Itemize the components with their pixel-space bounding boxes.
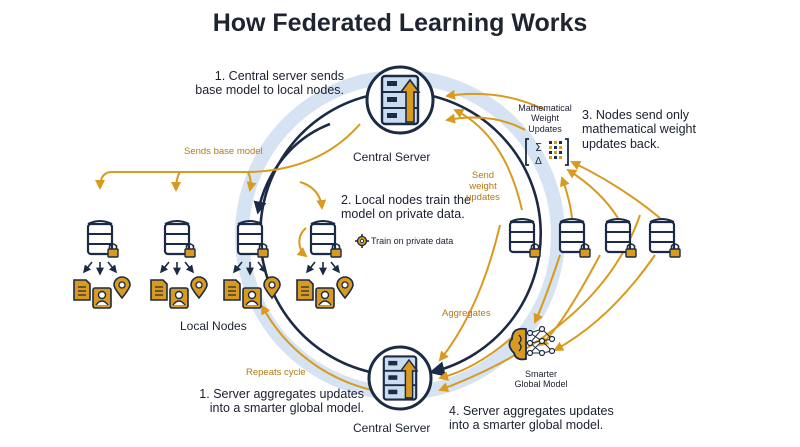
gold-repeat-arrow [261, 304, 373, 391]
central-server-top-label: Central Server [353, 150, 431, 164]
step-2-text: 2. Local nodes train the model on privat… [341, 193, 471, 222]
svg-text:Δ: Δ [535, 156, 542, 167]
aggregates-label: Aggregates [442, 308, 491, 319]
send-weight-updates-label: Send weight updates [466, 170, 500, 203]
local-node-3 [223, 219, 281, 309]
step-1-top-text: 1. Central server sends base model to lo… [195, 69, 344, 98]
central-server-bottom-icon [382, 355, 419, 401]
right-node-4 [648, 217, 681, 258]
central-server-top-icon [380, 74, 421, 126]
right-node-2 [558, 217, 591, 258]
repeats-cycle-label: Repeats cycle [246, 367, 306, 378]
smarter-global-model-label: Smarter Global Model [514, 369, 568, 390]
train-on-private-data-label: Train on private data [371, 236, 454, 246]
svg-text:Σ: Σ [535, 141, 542, 154]
gear-icon [355, 234, 369, 248]
weight-updates-icon: Σ Δ [525, 138, 569, 167]
navy-arc-to-nodes [253, 122, 331, 215]
step-4-text: 4. Server aggregates updates into a smar… [449, 404, 614, 433]
local-nodes-label: Local Nodes [180, 319, 247, 333]
step-1-bottom-text: 1. Server aggregates updates into a smar… [199, 387, 364, 416]
local-node-1 [73, 219, 131, 309]
brain-icon [508, 325, 556, 361]
sends-base-model-line [95, 123, 361, 190]
mathematical-weight-updates-label: Mathematical Weight Updates [518, 103, 572, 134]
step-3-text: 3. Nodes send only mathematical weight u… [582, 108, 696, 151]
local-node-2 [150, 219, 208, 309]
central-server-bottom-label: Central Server [353, 421, 431, 435]
local-node-4 [296, 219, 354, 309]
sends-base-model-label: Sends base model [184, 146, 263, 157]
page-title: How Federated Learning Works [212, 9, 588, 37]
right-node-1 [508, 217, 541, 258]
